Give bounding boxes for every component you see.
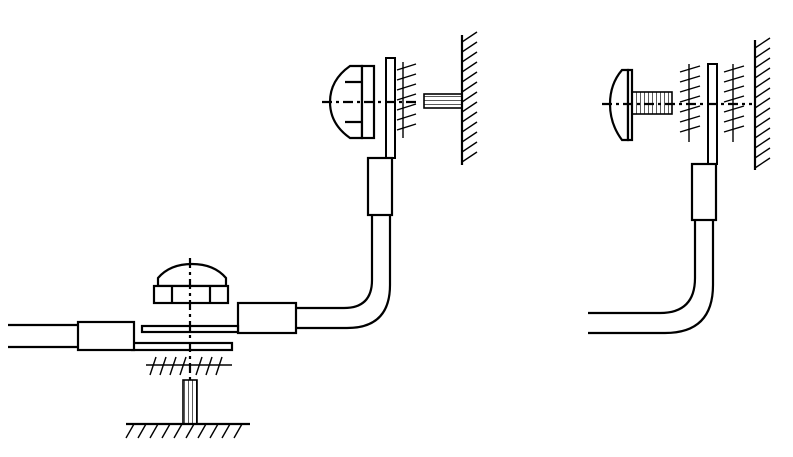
busbar-strip-vertical — [385, 57, 396, 159]
right-assembly — [588, 37, 771, 335]
cable-lug-incoming — [76, 320, 136, 352]
hatch-nut-vertical — [396, 62, 417, 138]
cable-lug-horizontal — [236, 301, 298, 335]
busbar-strip-right — [707, 63, 718, 165]
wall-stud — [423, 93, 463, 109]
round-head-bolt-right — [608, 68, 673, 142]
busbar-strip-lower — [130, 341, 234, 352]
wall-hatching-right — [754, 37, 771, 169]
cable-lug-right — [690, 162, 718, 222]
insulated-cable-incoming — [8, 323, 78, 349]
insulated-cable-left — [296, 215, 392, 330]
insulated-cable-right — [588, 220, 715, 335]
wall-hatching — [461, 31, 478, 163]
threaded-stud — [182, 379, 198, 425]
left-assembly — [8, 31, 478, 439]
ground-surface — [125, 422, 250, 439]
hatch-nut-horizontal — [146, 356, 232, 376]
cable-lug-vertical — [366, 156, 394, 217]
wall-bracket-top — [322, 31, 478, 165]
